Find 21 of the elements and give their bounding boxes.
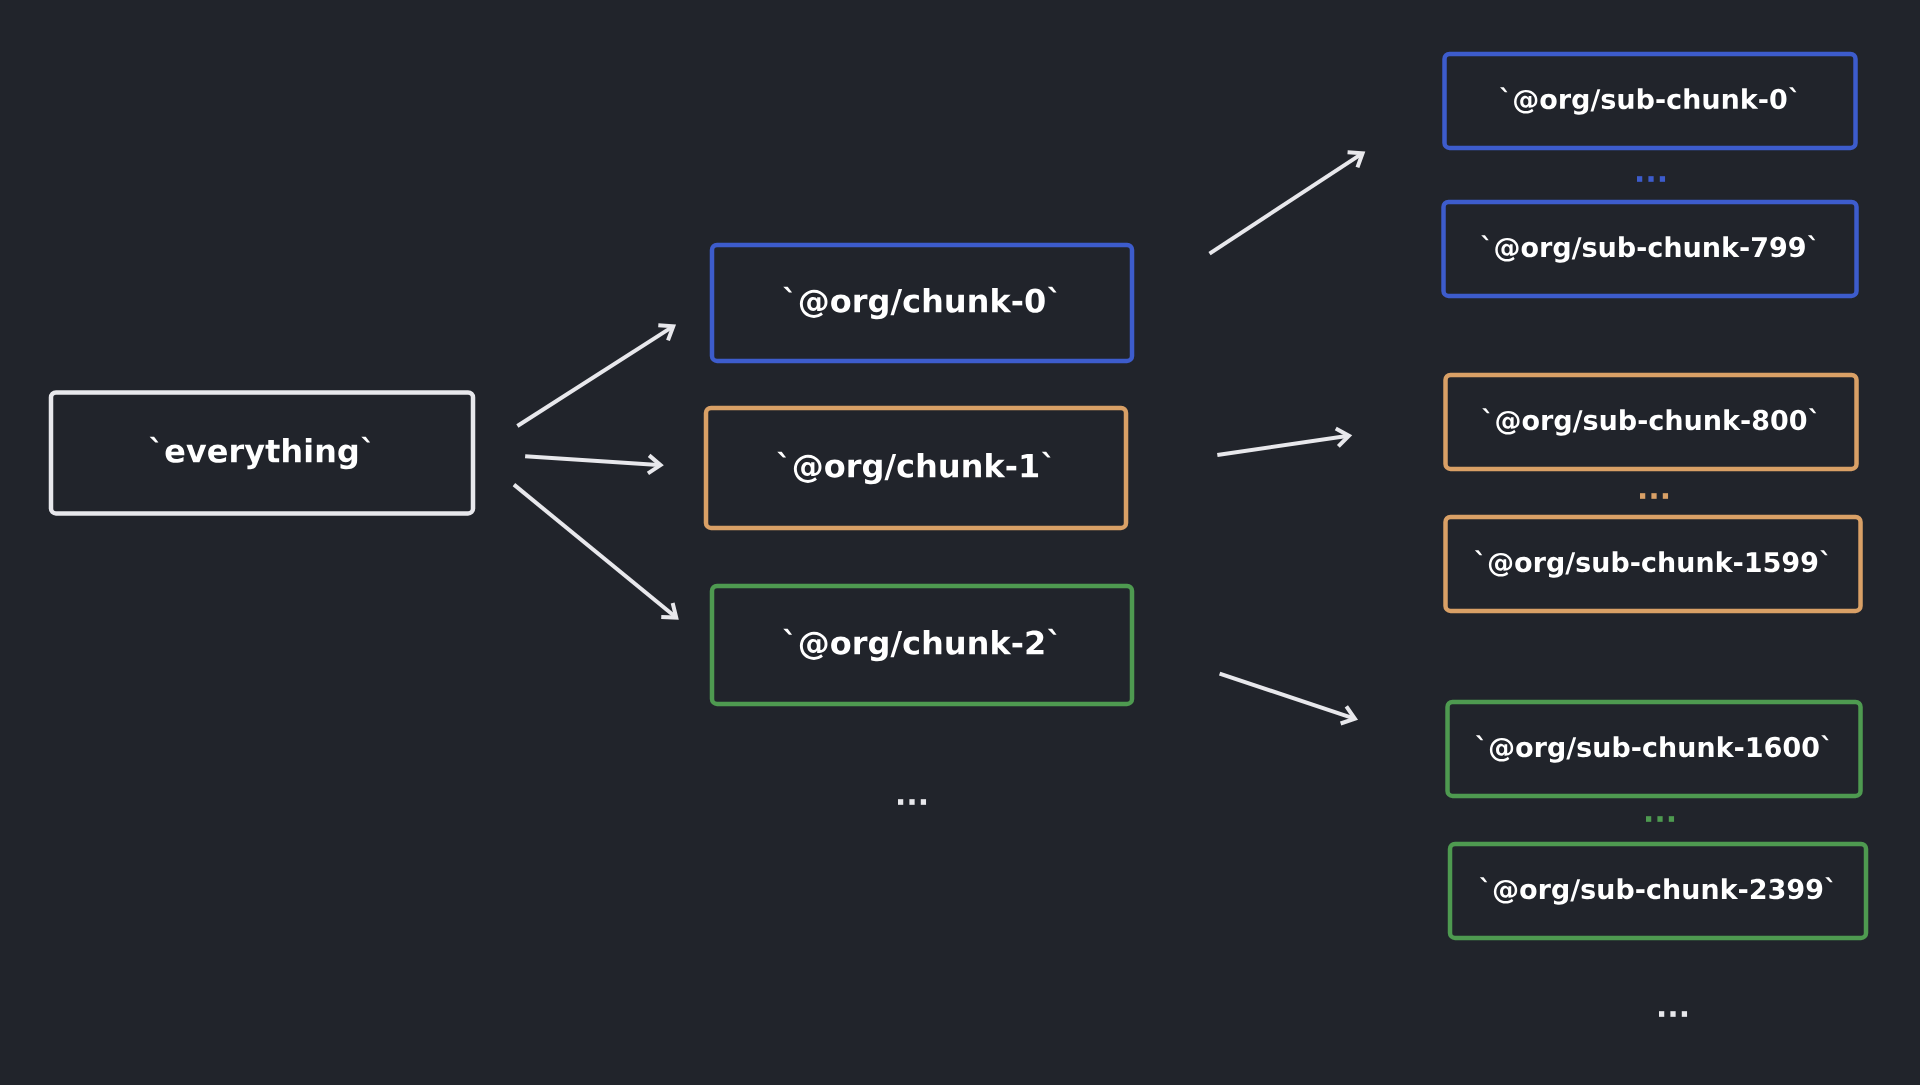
ellipsis: ... xyxy=(1640,493,1669,499)
label-box: `@org/sub-chunk-1600` xyxy=(1445,699,1863,799)
label-box: `@org/sub-chunk-1599` xyxy=(1443,514,1863,614)
label-box: `@org/sub-chunk-799` xyxy=(1441,199,1859,299)
ellipsis: ... xyxy=(897,799,927,805)
label-box: `@org/chunk-2` xyxy=(709,583,1135,707)
label-box: `everything` xyxy=(48,390,476,516)
label-box: `@org/sub-chunk-0` xyxy=(1442,51,1858,151)
arrow xyxy=(1218,671,1359,726)
arrow xyxy=(525,453,664,476)
label-box: `@org/sub-chunk-2399` xyxy=(1447,841,1869,941)
label-box: `@org/chunk-1` xyxy=(703,405,1129,531)
ellipsis: ... xyxy=(1637,176,1666,182)
arrow xyxy=(516,323,677,428)
arrow xyxy=(1208,150,1366,256)
label-box: `@org/sub-chunk-800` xyxy=(1443,372,1859,472)
arrow xyxy=(1217,426,1353,457)
arrow xyxy=(512,483,679,620)
ellipsis: ... xyxy=(1646,816,1675,822)
ellipsis: ... xyxy=(1659,1011,1688,1017)
label-box: `@org/chunk-0` xyxy=(709,242,1135,364)
